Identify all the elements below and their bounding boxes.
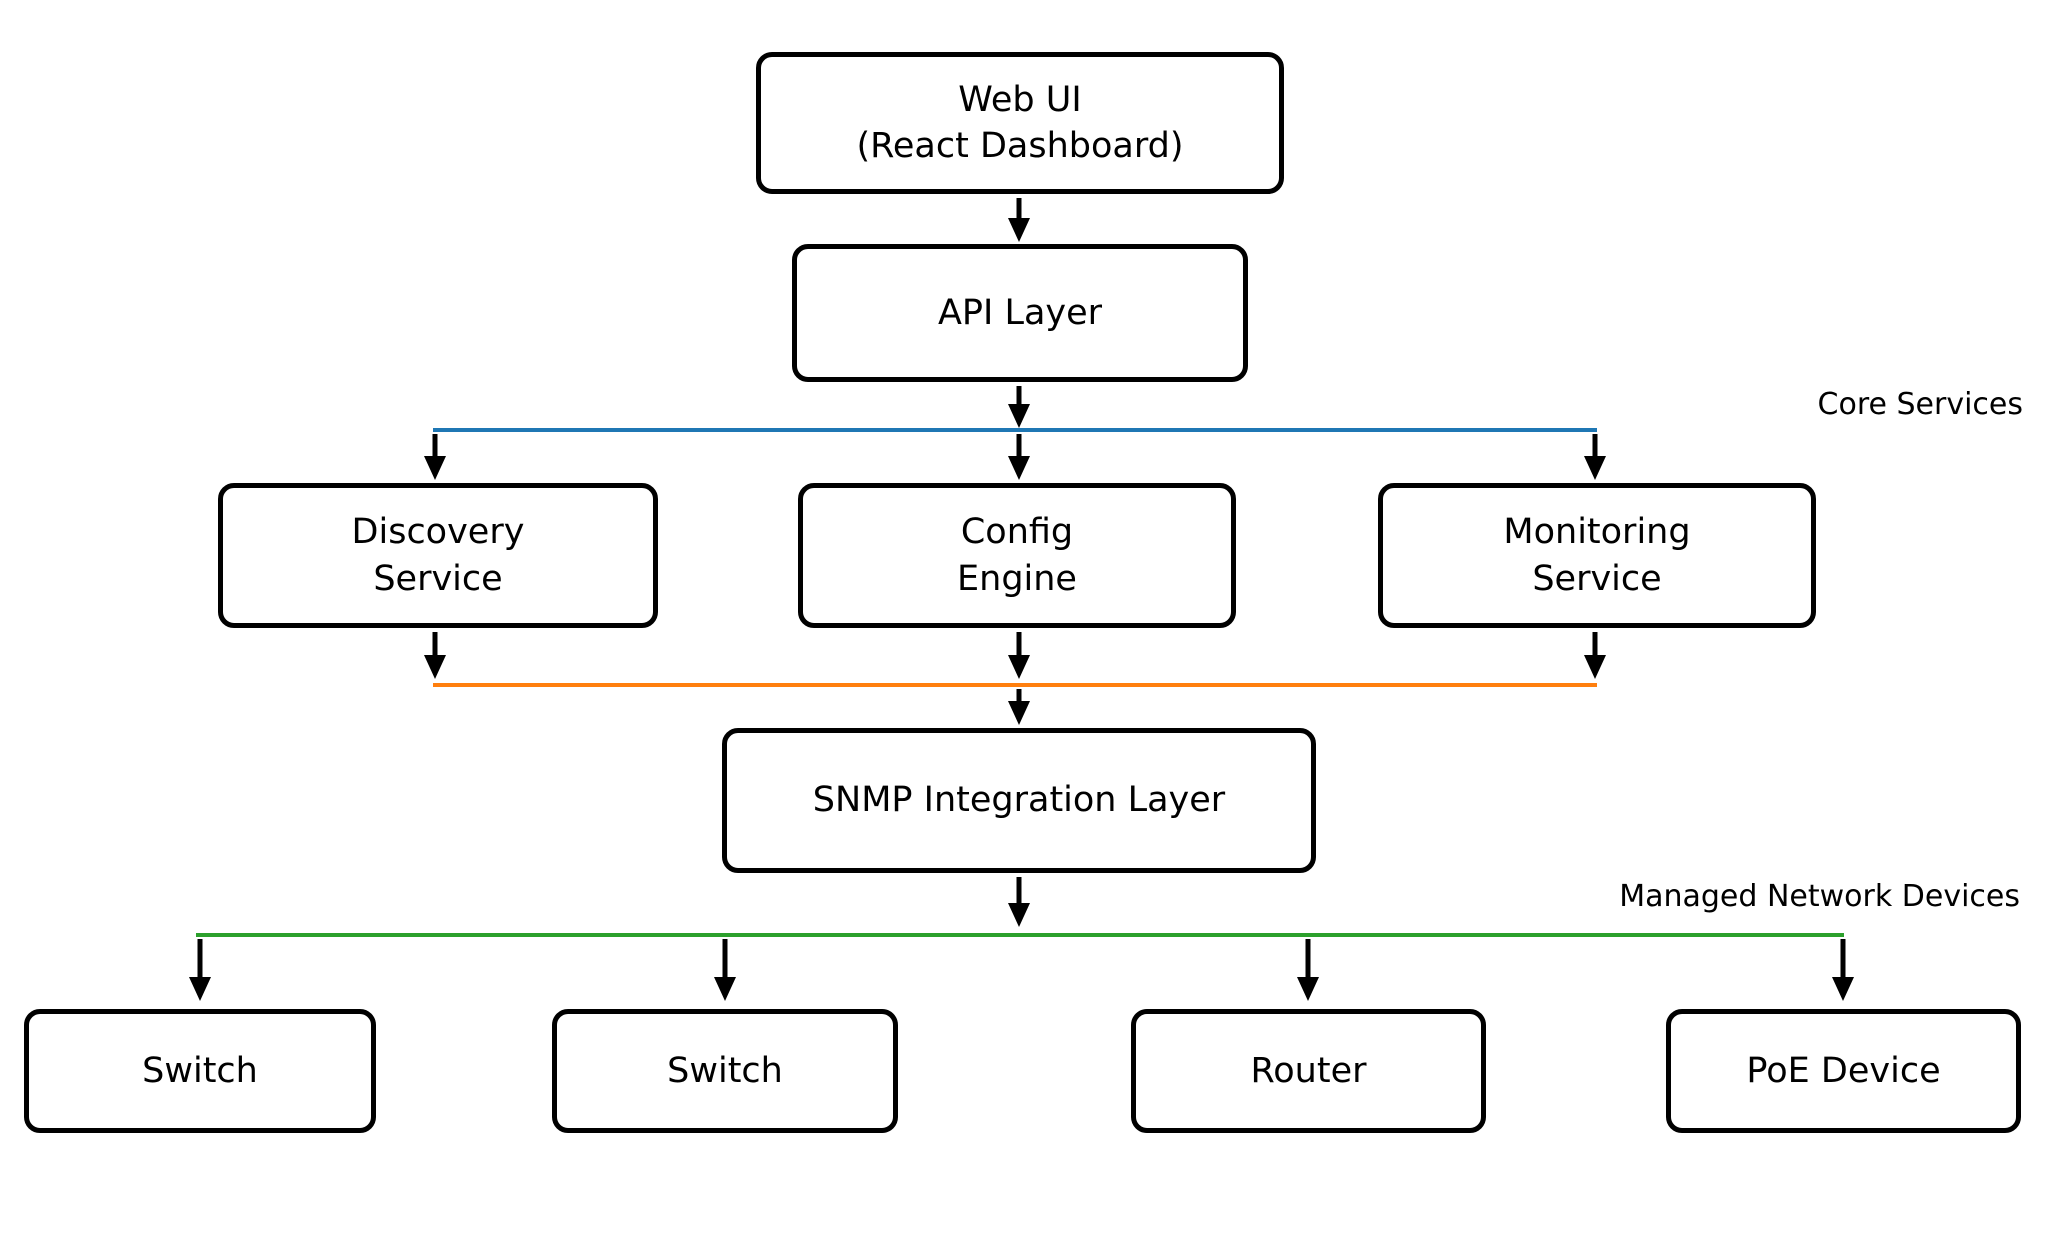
node-switch-1: Switch bbox=[24, 1009, 376, 1133]
arrow-devices-bus-to-poe-device bbox=[1831, 939, 1855, 1001]
snmp-bus-line bbox=[433, 683, 1597, 687]
arrow-snmp-bus-to-snmp-integration-layer bbox=[1007, 689, 1031, 725]
arrow-core-bus-to-monitoring-service bbox=[1583, 434, 1607, 480]
arrow-core-bus-to-discovery-service bbox=[423, 434, 447, 480]
core-services-label: Core Services bbox=[1817, 387, 2023, 422]
node-api-layer-label: API Layer bbox=[937, 292, 1103, 333]
node-api-layer: API Layer bbox=[792, 244, 1248, 382]
node-poe-device-label: PoE Device bbox=[1746, 1050, 1941, 1091]
arrow-config-engine-to-snmp-bus bbox=[1007, 632, 1031, 679]
arrow-monitoring-service-to-snmp-bus bbox=[1583, 632, 1607, 679]
node-snmp-integration-layer: SNMP Integration Layer bbox=[722, 728, 1316, 873]
node-config-engine: Config Engine bbox=[798, 483, 1236, 628]
node-switch-1-label: Switch bbox=[142, 1050, 258, 1091]
node-monitoring-service-label: Monitoring Service bbox=[1503, 512, 1691, 599]
managed-devices-bus-line bbox=[196, 933, 1844, 937]
arrow-snmp-integration-layer-to-devices-bus bbox=[1007, 877, 1031, 927]
node-switch-2-label: Switch bbox=[667, 1050, 783, 1091]
node-discovery-service-label: Discovery Service bbox=[351, 512, 525, 599]
arrow-devices-bus-to-switch-1 bbox=[188, 939, 212, 1001]
node-web-ui: Web UI (React Dashboard) bbox=[756, 52, 1284, 194]
arrow-discovery-service-to-snmp-bus bbox=[423, 632, 447, 679]
node-config-engine-label: Config Engine bbox=[957, 512, 1077, 599]
arrow-devices-bus-to-switch-2 bbox=[713, 939, 737, 1001]
node-switch-2: Switch bbox=[552, 1009, 898, 1133]
node-monitoring-service: Monitoring Service bbox=[1378, 483, 1816, 628]
node-snmp-integration-layer-label: SNMP Integration Layer bbox=[812, 780, 1226, 821]
node-discovery-service: Discovery Service bbox=[218, 483, 658, 628]
arrow-web-ui-to-api-layer bbox=[1007, 198, 1031, 242]
node-router-label: Router bbox=[1250, 1050, 1367, 1091]
arrow-core-bus-to-config-engine bbox=[1007, 434, 1031, 480]
node-poe-device: PoE Device bbox=[1666, 1009, 2021, 1133]
arrow-api-layer-to-core-bus bbox=[1007, 386, 1031, 428]
core-services-bus-line bbox=[433, 428, 1597, 432]
node-router: Router bbox=[1131, 1009, 1486, 1133]
node-web-ui-label: Web UI (React Dashboard) bbox=[856, 79, 1184, 166]
arrow-devices-bus-to-router bbox=[1296, 939, 1320, 1001]
managed-devices-label: Managed Network Devices bbox=[1619, 879, 2020, 914]
